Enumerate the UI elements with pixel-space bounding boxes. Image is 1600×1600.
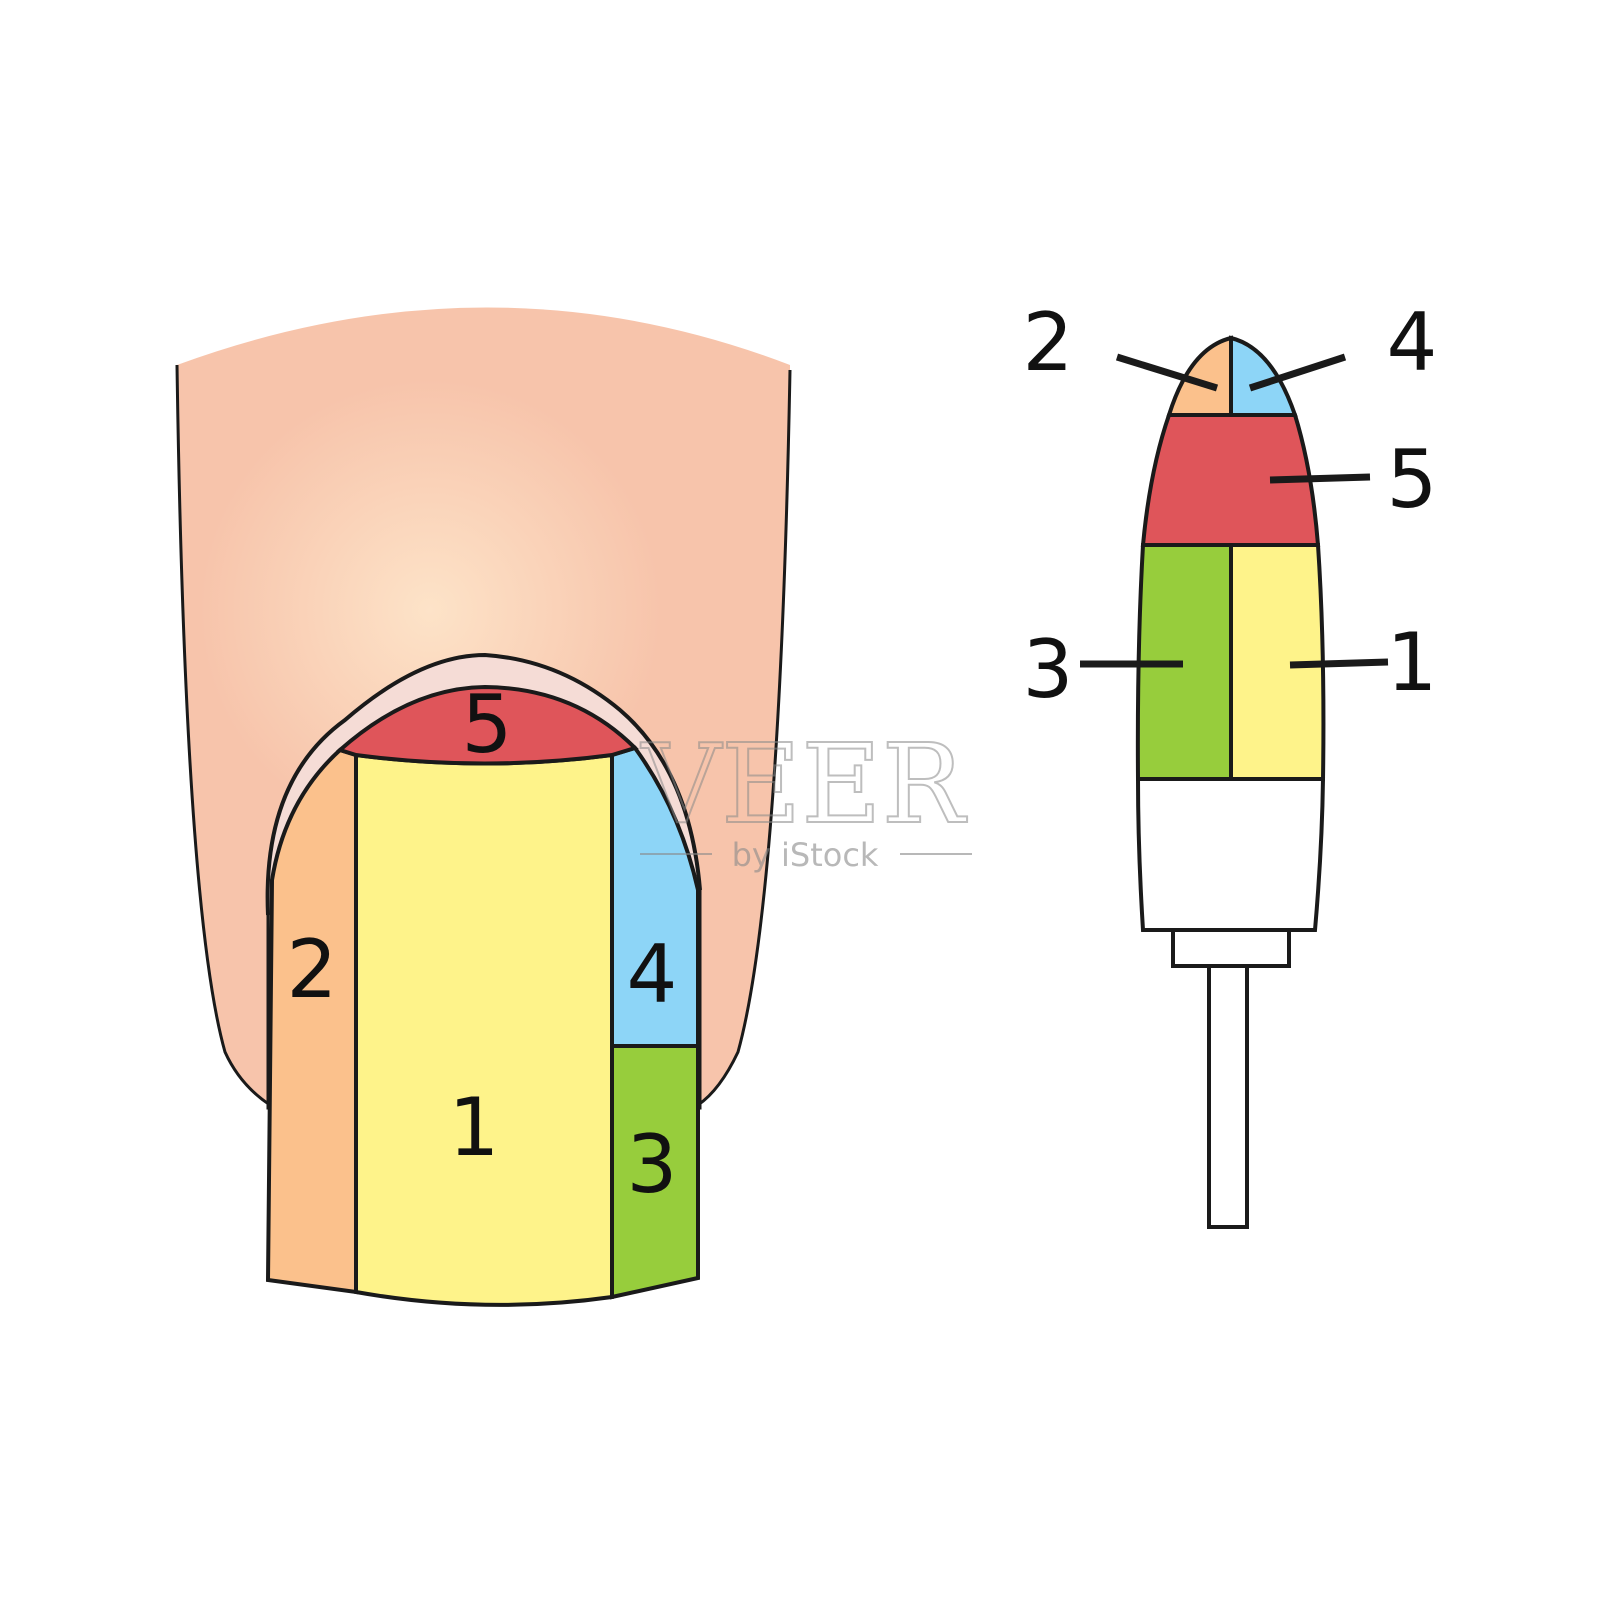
bit-leader-5 (1269, 473, 1371, 484)
bit-base (1135, 777, 1326, 932)
bit-zone-5 (1140, 413, 1321, 547)
bit-leader-1 (1289, 658, 1389, 669)
watermark-brand: VEER (640, 720, 968, 848)
nail-label-1: 1 (449, 1081, 500, 1174)
nail-label-3: 3 (627, 1118, 678, 1211)
nail-outer-arc (265, 652, 702, 916)
bit-collar (1171, 928, 1291, 968)
bit-zone-3 (1135, 543, 1233, 781)
watermark-sub: by iStock (732, 836, 879, 874)
bit-label-4: 4 (1387, 296, 1438, 389)
nail: 5 2 1 4 3 (265, 652, 702, 1307)
watermark: VEER by iStock (639, 719, 972, 874)
bit-leader-4 (1248, 353, 1347, 392)
bit-shank (1207, 963, 1249, 1229)
finger-left-edge (175, 364, 271, 1107)
bit-label-2: 2 (1023, 296, 1074, 389)
nail-label-5: 5 (462, 678, 513, 771)
finger-right-edge (697, 369, 792, 1107)
nail-label-4: 4 (627, 928, 678, 1021)
nail-zone-3 (610, 1044, 700, 1300)
bit-zone-4 (1229, 335, 1298, 417)
nail-zone-5 (336, 684, 639, 766)
nail-zone-1 (354, 752, 614, 1307)
nail-label-2: 2 (287, 923, 338, 1016)
bit-label-5: 5 (1387, 433, 1438, 526)
bit-label-1: 1 (1387, 616, 1438, 709)
bit-label-3: 3 (1023, 623, 1074, 716)
drill-bit: 2 4 5 3 1 (1023, 296, 1438, 1229)
bit-leader-2 (1115, 353, 1219, 392)
